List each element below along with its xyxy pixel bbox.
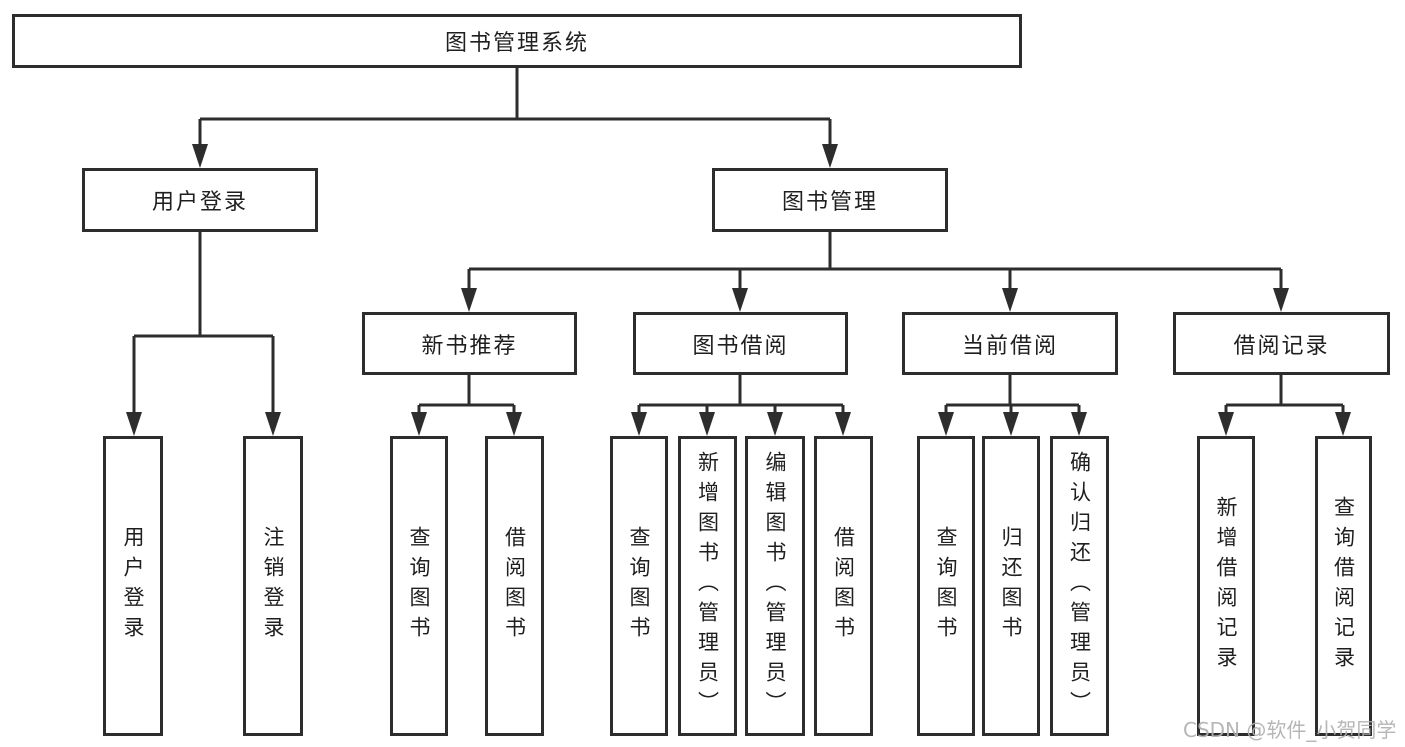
leaf-confirm-return-admin-label: 确认归还（管理员） [1067,451,1092,721]
leaf-query-books-borrowing: 查询图书 [610,436,668,736]
leaf-query-borrow-record: 查询借阅记录 [1315,436,1372,736]
node-current-borrowing-label: 当前借阅 [961,333,1058,359]
leaf-borrow-books-recommend-label: 借阅图书 [502,526,527,646]
leaf-query-books-recommend: 查询图书 [390,436,448,736]
leaf-add-borrow-record-label: 新增借阅记录 [1214,496,1238,676]
leaf-query-books-current-label: 查询图书 [934,526,958,646]
node-new-book-recommend-label: 新书推荐 [421,333,518,359]
node-borrowing-records-label: 借阅记录 [1233,333,1330,359]
leaf-add-borrow-record: 新增借阅记录 [1197,436,1255,736]
csdn-watermark: CSDN @软件_小贺同学 [1183,718,1397,742]
leaf-user-login-label: 用户登录 [121,526,145,646]
leaf-query-books-recommend-label: 查询图书 [407,526,431,646]
leaf-query-books-borrowing-label: 查询图书 [627,526,651,646]
leaf-user-login: 用户登录 [103,436,163,736]
node-book-management-label: 图书管理 [781,190,878,215]
arrowheads [126,144,1351,436]
leaf-query-borrow-record-label: 查询借阅记录 [1331,496,1356,676]
leaf-logout-label: 注销登录 [261,526,285,646]
node-new-book-recommend: 新书推荐 [362,312,577,375]
node-user-login: 用户登录 [82,168,318,232]
leaf-edit-books-admin-label: 编辑图书（管理员） [763,451,787,721]
leaf-edit-books-admin: 编辑图书（管理员） [745,436,805,736]
leaf-borrow-books-borrowing-label: 借阅图书 [831,526,856,646]
node-book-borrowing: 图书借阅 [633,312,848,375]
leaf-borrow-books-borrowing: 借阅图书 [814,436,873,736]
leaf-borrow-books-recommend: 借阅图书 [485,436,544,736]
leaf-query-books-current: 查询图书 [917,436,975,736]
node-book-management: 图书管理 [712,168,948,232]
node-root: 图书管理系统 [12,14,1022,68]
leaf-return-books-label: 归还图书 [999,526,1023,646]
leaf-confirm-return-admin: 确认归还（管理员） [1050,436,1109,736]
leaf-return-books: 归还图书 [982,436,1040,736]
node-user-login-label: 用户登录 [151,190,248,215]
leaf-add-books-admin-label: 新增图书（管理员） [695,451,720,721]
node-root-label: 图书管理系统 [444,31,589,56]
leaf-add-books-admin: 新增图书（管理员） [678,436,737,736]
node-borrowing-records: 借阅记录 [1173,312,1390,375]
node-current-borrowing: 当前借阅 [902,312,1118,375]
node-book-borrowing-label: 图书借阅 [692,333,789,359]
leaf-logout: 注销登录 [243,436,303,736]
